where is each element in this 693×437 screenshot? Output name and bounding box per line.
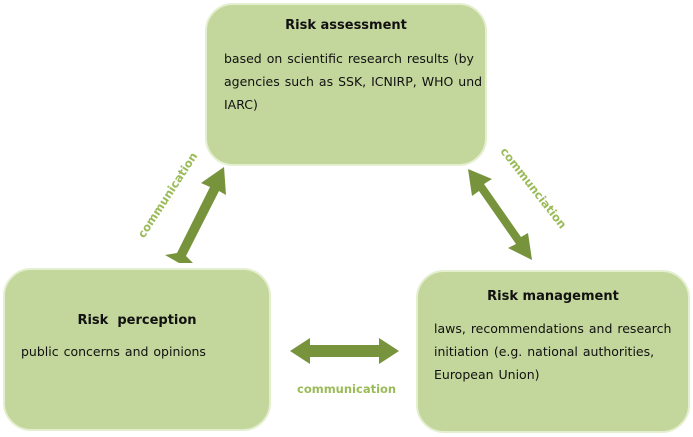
risk-perception-text: public concerns and opinions [21, 344, 206, 359]
risk-perception-title: Risk perception [77, 313, 197, 328]
arrow-assessment-management [468, 169, 532, 260]
risk-management-title: Risk management [487, 289, 619, 304]
double-arrow-shape-right [468, 169, 532, 260]
arrow-perception-management [290, 338, 399, 364]
risk-management-box: Risk management laws, recommendations an… [416, 270, 690, 433]
double-arrow-shape-left [165, 167, 226, 263]
communication-label-bottom: communication [297, 382, 397, 396]
risk-assessment-title: Risk assessment [285, 18, 407, 33]
risk-management-text: laws, recommendations and research initi… [434, 321, 672, 382]
risk-assessment-box: Risk assessment based on scientific rese… [205, 3, 487, 166]
double-arrow-shape-bottom [290, 338, 399, 364]
arrow-perception-assessment [165, 167, 226, 263]
risk-perception-box: Risk perception public concerns and opin… [3, 268, 271, 431]
risk-assessment-text: based on scientific research results (by… [224, 51, 483, 112]
